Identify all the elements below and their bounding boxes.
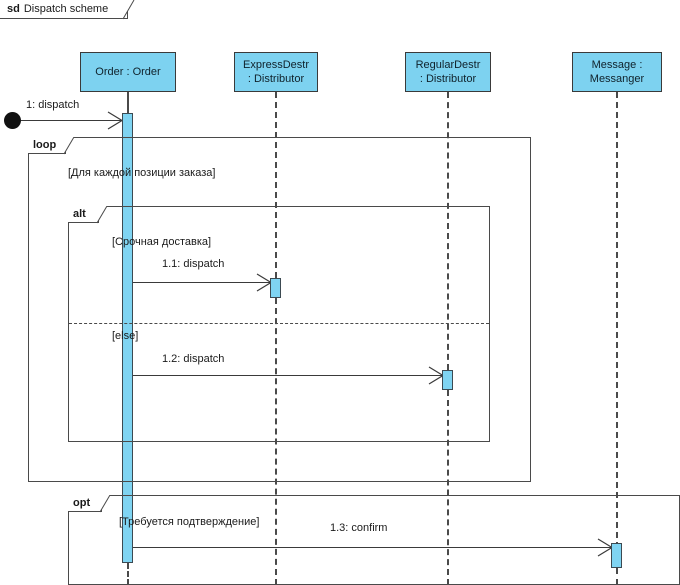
message-line-1-1	[133, 282, 270, 283]
fragment-opt-corner	[100, 495, 111, 513]
lifeline-head-message[interactable]: Message : Messanger	[572, 52, 662, 92]
diagram-frame-tab-corner	[121, 0, 135, 20]
fragment-loop-operator: loop	[28, 137, 66, 154]
fragment-opt[interactable]	[68, 495, 680, 585]
message-label-1-1: 1.1: dispatch	[162, 258, 225, 270]
fragment-alt[interactable]	[68, 206, 490, 442]
diagram-frame-tab: sd Dispatch scheme	[0, 0, 128, 19]
fragment-alt-guard-2: [else]	[112, 330, 139, 342]
lifeline-line-regulardestr-upper	[447, 92, 449, 370]
lifeline-head-order[interactable]: Order : Order	[80, 52, 176, 92]
lifeline-label-regulardestr-line2: : Distributor	[419, 73, 477, 85]
lifeline-label-regulardestr-line1: RegularDestr	[415, 59, 481, 71]
activation-bar-regulardestr[interactable]	[442, 370, 453, 390]
fragment-opt-operator: opt	[68, 495, 102, 512]
lifeline-label-message-line2: Messanger	[589, 73, 645, 85]
message-label-1-3: 1.3: confirm	[330, 522, 388, 534]
activation-bar-expressdestr[interactable]	[270, 278, 281, 298]
fragment-alt-operator: alt	[68, 206, 99, 223]
lifeline-line-order-top	[127, 92, 129, 114]
message-line-1	[21, 120, 122, 121]
message-line-1-2	[133, 375, 442, 376]
fragment-alt-separator	[69, 323, 489, 324]
fragment-loop-guard: [Для каждой позиции заказа]	[68, 167, 216, 179]
lifeline-line-regulardestr-lower	[447, 390, 449, 585]
lifeline-label-order-line1: Order : Order	[95, 66, 161, 78]
fragment-loop[interactable]	[28, 137, 531, 482]
fragment-opt-guard: [Требуется подтверждение]	[119, 516, 260, 528]
activation-bar-order[interactable]	[122, 113, 133, 563]
fragment-loop-corner	[64, 137, 75, 155]
lifeline-line-message-lower	[616, 568, 618, 585]
lifeline-line-order-bottom	[127, 563, 129, 585]
lifeline-head-expressdestr[interactable]: ExpressDestr : Distributor	[234, 52, 318, 92]
message-label-1: 1: dispatch	[26, 99, 80, 111]
diagram-name: Dispatch scheme	[23, 3, 109, 15]
fragment-alt-guard-1: [Срочная доставка]	[112, 236, 212, 248]
message-line-1-3	[133, 547, 611, 548]
diagram-kind-keyword: sd	[7, 3, 20, 15]
lifeline-label-expressdestr-line1: ExpressDestr	[242, 59, 310, 71]
fragment-alt-corner	[97, 206, 108, 224]
lifeline-head-regulardestr[interactable]: RegularDestr : Distributor	[405, 52, 491, 92]
lifeline-line-message-upper	[616, 92, 618, 548]
found-message-origin-node[interactable]	[4, 112, 21, 129]
lifeline-label-expressdestr-line2: : Distributor	[247, 73, 305, 85]
lifeline-line-expressdestr-upper	[275, 92, 277, 278]
message-label-1-2: 1.2: dispatch	[162, 353, 225, 365]
message-arrowhead-1	[104, 111, 124, 130]
activation-bar-message[interactable]	[611, 543, 622, 568]
lifeline-label-message-line1: Message :	[591, 59, 643, 71]
